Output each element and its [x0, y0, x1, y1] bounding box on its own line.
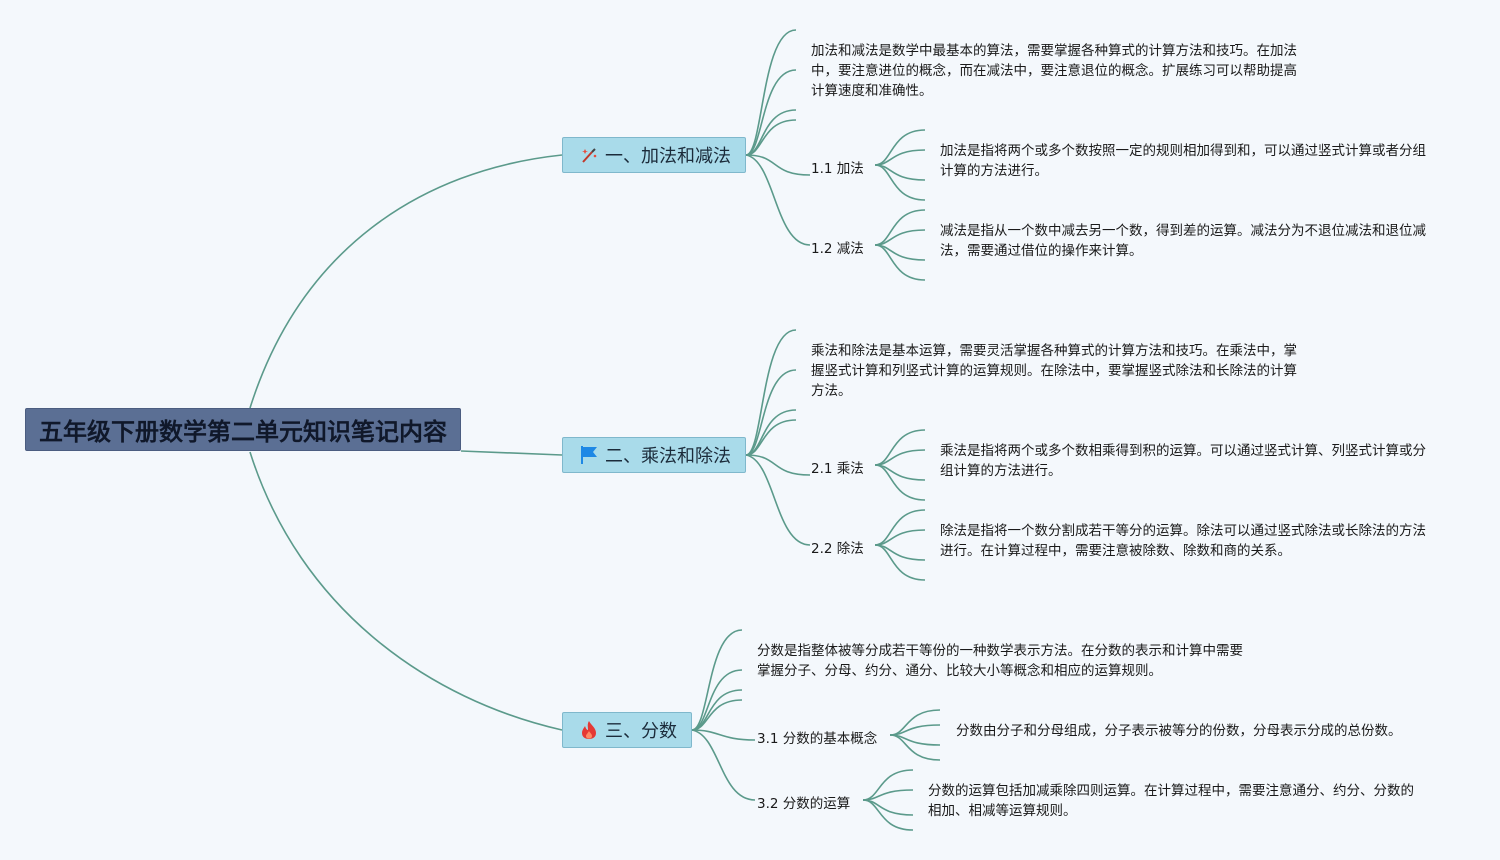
fire-icon [579, 720, 599, 740]
connector-sub-fan [889, 734, 941, 761]
subtopic-description: 分数由分子和分母组成，分子表示被等分的份数，分母表示分成的总份数。 [956, 723, 1402, 739]
flag-icon [579, 445, 599, 465]
topic-description: 乘法和除法是基本运算，需要灵活掌握各种算式的计算方法和技巧。在乘法中，掌握竖式计… [811, 343, 1297, 399]
topic-description: 加法和减法是数学中最基本的算法，需要掌握各种算式的计算方法和技巧。在加法中，要注… [811, 43, 1297, 99]
topic-fractions[interactable]: 三、分数 [562, 712, 692, 748]
connector-desc-fan [691, 699, 743, 731]
subtopic-description: 除法是指将一个数分割成若干等分的运算。除法可以通过竖式除法或长除法的方法进行。在… [940, 523, 1426, 559]
connector-desc-fan [745, 119, 797, 156]
subtopic-label[interactable]: 2.1 乘法 [811, 461, 864, 477]
topic-description: 分数是指整体被等分成若干等份的一种数学表示方法。在分数的表示和计算中需要掌握分子… [757, 643, 1243, 679]
connector-root-topic3 [249, 451, 563, 731]
root-title: 五年级下册数学第二单元知识笔记内容 [39, 418, 447, 446]
topic-label: 一、加法和减法 [605, 146, 731, 167]
connector-sub-fan [889, 724, 941, 736]
connector-sub-fan [874, 509, 926, 546]
subtopic-label[interactable]: 3.2 分数的运算 [757, 796, 851, 812]
connector-sub-fan [874, 429, 926, 466]
connector-desc-fan [745, 69, 797, 156]
connector-topic-sub [745, 154, 811, 176]
connector-topic-sub [745, 154, 811, 246]
connector-sub-fan [874, 129, 926, 166]
connector-sub-fan [874, 544, 926, 581]
connector-desc-fan [745, 329, 797, 456]
connector-root-topic1 [249, 154, 563, 409]
connector-desc-fan [691, 629, 743, 731]
subtopic-description: 减法是指从一个数中减去另一个数，得到差的运算。减法分为不退位减法和退位减法，需要… [940, 223, 1426, 259]
subtopic-description: 加法是指将两个或多个数按照一定的规则相加得到和，可以通过竖式计算或者分组计算的方… [940, 143, 1426, 179]
root-topic[interactable]: 五年级下册数学第二单元知识笔记内容 [25, 408, 461, 451]
topic-multiplication-division[interactable]: 二、乘法和除法 [562, 437, 746, 473]
topic-label: 二、乘法和除法 [605, 446, 731, 467]
connector-sub-fan [874, 244, 926, 281]
connector-sub-fan [862, 799, 914, 831]
topic-label: 三、分数 [605, 721, 677, 742]
subtopic-label[interactable]: 1.1 加法 [811, 161, 864, 177]
connector-desc-fan [745, 369, 797, 456]
subtopic-description: 乘法是指将两个或多个数相乘得到积的运算。可以通过竖式计算、列竖式计算或分组计算的… [940, 443, 1426, 479]
connector-topic-sub [745, 454, 811, 476]
connector-root-topic2 [460, 450, 563, 456]
subtopic-label[interactable]: 3.1 分数的基本概念 [757, 731, 878, 747]
connector-topic-sub [745, 454, 811, 546]
connector-sub-fan [862, 789, 914, 801]
connector-topic-sub [691, 729, 756, 741]
subtopic-description: 分数的运算包括加减乘除四则运算。在计算过程中，需要注意通分、约分、分数的相加、相… [928, 783, 1414, 819]
connector-sub-fan [874, 464, 926, 501]
connector-desc-fan [745, 29, 797, 156]
connector-sub-fan [874, 209, 926, 246]
subtopic-label[interactable]: 1.2 减法 [811, 241, 864, 257]
connector-sub-fan [862, 769, 914, 801]
subtopic-label[interactable]: 2.2 除法 [811, 541, 864, 557]
topic-addition-subtraction[interactable]: 一、加法和减法 [562, 137, 746, 173]
connector-sub-fan [889, 709, 941, 736]
magic-wand-icon [579, 145, 599, 165]
connector-topic-sub [691, 729, 756, 801]
connector-desc-fan [745, 419, 797, 456]
connector-sub-fan [874, 164, 926, 201]
